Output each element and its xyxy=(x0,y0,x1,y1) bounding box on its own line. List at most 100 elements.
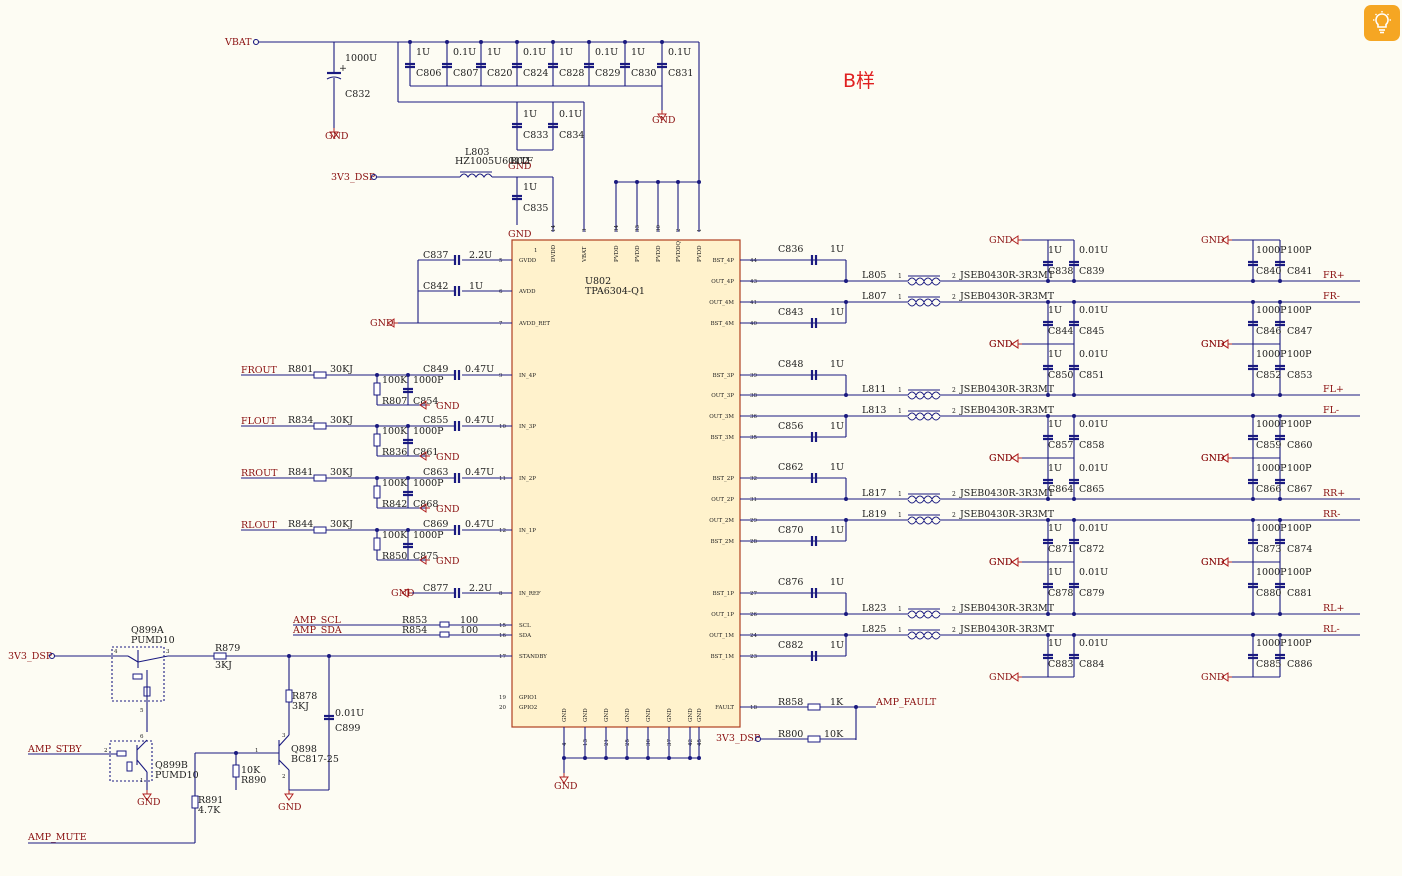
r878-resistor[interactable] xyxy=(285,689,293,703)
filter-cap-ref: C853 xyxy=(1287,370,1312,381)
v33-port-2[interactable] xyxy=(48,652,56,660)
output-inductor[interactable] xyxy=(907,412,941,417)
c899-value: 0.01U xyxy=(335,708,364,719)
r879-resistor[interactable] xyxy=(213,652,227,660)
bootstrap-cap-value: 1U xyxy=(830,462,844,473)
output-inductor[interactable] xyxy=(907,391,941,396)
filter-cap-value: 100P xyxy=(1287,463,1312,474)
r890-resistor[interactable] xyxy=(232,764,240,778)
r800-resistor[interactable] xyxy=(807,735,821,743)
inductor-pin-1: 1 xyxy=(898,273,902,280)
filter-cap-ref: C867 xyxy=(1287,484,1312,495)
ic-pin-name: GPIO1 xyxy=(519,695,537,701)
tpa6304-ic[interactable] xyxy=(511,239,741,728)
r891-value: 4.7K xyxy=(198,805,221,816)
q899a-pin3: 3 xyxy=(166,649,170,655)
ic-pin-number: 5 xyxy=(499,258,503,264)
ic-pin-number: 43 xyxy=(750,279,757,285)
v33-port-3[interactable] xyxy=(754,735,762,743)
input-coupling-cap-value: 0.47U xyxy=(465,467,494,478)
input-bias-resistor[interactable] xyxy=(373,537,381,551)
gnd-label: GND xyxy=(1201,453,1225,464)
q899b-transistor[interactable] xyxy=(109,740,153,782)
input-bias-resistor[interactable] xyxy=(373,382,381,396)
ic-pin-name: IN_2P xyxy=(519,476,536,482)
output-inductor[interactable] xyxy=(907,631,941,636)
supply-cap-ref: C807 xyxy=(453,68,478,79)
c837-ref: C837 xyxy=(423,250,448,261)
r854-resistor[interactable] xyxy=(439,631,450,638)
inductor-pin-2: 2 xyxy=(952,606,956,613)
supply-cap-value: 1U xyxy=(487,47,501,58)
input-bias-resistor-ref: R850 xyxy=(382,551,407,562)
output-inductor-part: JSEB0430R-3R3MT xyxy=(959,270,1055,281)
ic-pin-name: IN_REF xyxy=(519,591,541,597)
output-inductor[interactable] xyxy=(907,277,941,282)
output-inductor[interactable] xyxy=(907,495,941,500)
ic-pin-number: 41 xyxy=(750,300,757,306)
gnd-label: GND xyxy=(1201,557,1225,568)
output-inductor[interactable] xyxy=(907,516,941,521)
input-bias-resistor-ref: R807 xyxy=(382,396,407,407)
input-series-resistor[interactable] xyxy=(313,371,327,379)
input-resistor-ref: R801 xyxy=(288,364,313,375)
output-inductor[interactable] xyxy=(907,610,941,615)
v33-port[interactable] xyxy=(370,173,378,181)
output-inductor-ref: L807 xyxy=(862,291,886,302)
ic-pin-name: OUT_2M xyxy=(709,518,734,524)
gnd-label: GND xyxy=(1201,339,1225,350)
lightbulb-hint-button[interactable] xyxy=(1364,5,1400,41)
bootstrap-cap-value: 1U xyxy=(830,577,844,588)
ic-pin-name: OUT_1M xyxy=(709,633,734,639)
input-series-resistor[interactable] xyxy=(313,474,327,482)
ic-pin-number: 2 xyxy=(676,229,682,233)
filter-cap-ref: C871 xyxy=(1048,544,1073,555)
gnd-label: GND xyxy=(989,453,1013,464)
filter-cap-value: 1000P xyxy=(1256,349,1287,360)
filter-cap-ref: C839 xyxy=(1079,266,1104,277)
q899a-part: PUMD10 xyxy=(131,635,175,646)
ic-pin-name: GND xyxy=(646,708,652,722)
ic-pin-name: BST_2M xyxy=(711,539,735,545)
filter-cap-ref: C874 xyxy=(1287,544,1312,555)
output-inductor-part: JSEB0430R-3R3MT xyxy=(959,488,1055,499)
input-bias-resistor[interactable] xyxy=(373,485,381,499)
output-inductor-part: JSEB0430R-3R3MT xyxy=(959,624,1055,635)
ic-pin-number: 30 xyxy=(646,739,652,746)
input-resistor-value: 30KJ xyxy=(330,364,353,375)
gnd-label: GND xyxy=(989,672,1013,683)
q899b-pin2: 2 xyxy=(104,748,108,754)
inductor-pin-1: 1 xyxy=(898,387,902,394)
ic-pin-name: GND xyxy=(688,708,694,722)
q899a-transistor[interactable] xyxy=(111,646,165,702)
filter-cap-value: 100P xyxy=(1287,523,1312,534)
filter-cap-ref: C884 xyxy=(1079,659,1104,670)
input-series-resistor[interactable] xyxy=(313,526,327,534)
input-bias-resistor[interactable] xyxy=(373,433,381,447)
output-inductor[interactable] xyxy=(907,298,941,303)
l803-inductor[interactable] xyxy=(459,173,493,178)
r891-resistor[interactable] xyxy=(191,795,199,809)
v33-net-label-3: 3V3_DSP xyxy=(716,733,761,744)
filter-cap-ref: C878 xyxy=(1048,588,1073,599)
filter-cap-value: 100P xyxy=(1287,567,1312,578)
filter-cap-value: 1U xyxy=(1048,305,1062,316)
ic-pin-number: 40 xyxy=(750,321,757,327)
ic-pin-name: IN_4P xyxy=(519,373,536,379)
filter-cap-value: 100P xyxy=(1287,245,1312,256)
output-net-label: FL+ xyxy=(1323,384,1344,395)
amp-stby-net-label: AMP_STBY xyxy=(27,744,82,755)
output-net-label: RR+ xyxy=(1323,488,1345,499)
inductor-pin-2: 2 xyxy=(952,387,956,394)
r858-resistor[interactable] xyxy=(807,703,821,711)
ic-pin-name: BST_3M xyxy=(711,435,735,441)
bootstrap-cap-ref: C882 xyxy=(778,640,803,651)
r853-resistor[interactable] xyxy=(439,621,450,628)
vbat-port[interactable] xyxy=(252,38,260,46)
output-net-label: FR+ xyxy=(1323,270,1345,281)
supply-cap-ref: C824 xyxy=(523,68,548,79)
input-series-resistor[interactable] xyxy=(313,422,327,430)
input-bias-resistor-value: 100K xyxy=(382,426,408,437)
ic-pin-number: 36 xyxy=(750,414,757,420)
output-inductor-ref: L819 xyxy=(862,509,886,520)
